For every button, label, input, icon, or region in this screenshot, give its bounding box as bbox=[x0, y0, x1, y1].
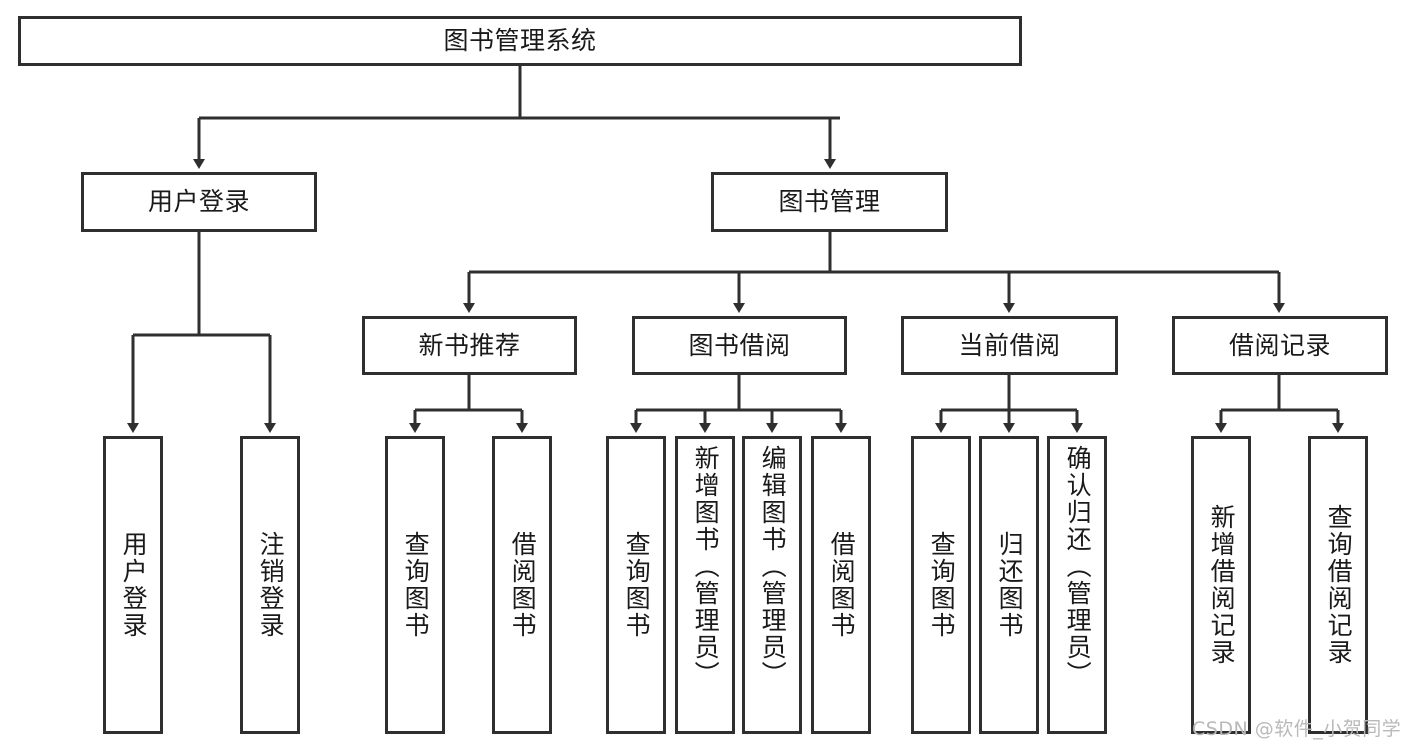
node-root[interactable]: 图书管理系统 bbox=[18, 16, 1022, 66]
node-new-book-recommend-label: 新书推荐 bbox=[418, 330, 521, 360]
node-leaf-borrow-book-2-label: 借阅图书 bbox=[827, 531, 857, 639]
node-book-manage[interactable]: 图书管理 bbox=[711, 172, 948, 232]
node-leaf-query-book-2-label: 查询图书 bbox=[622, 531, 652, 639]
node-leaf-user-login[interactable]: 用户登录 bbox=[103, 436, 163, 734]
csdn-watermark: CSDN @软件_小贺同学 bbox=[1192, 718, 1402, 740]
node-book-manage-label: 图书管理 bbox=[778, 187, 881, 216]
node-leaf-query-book-3-label: 查询图书 bbox=[927, 531, 957, 639]
node-leaf-confirm-return-label: 确认归还（管理员） bbox=[1063, 445, 1093, 688]
node-leaf-return-book-label: 归还图书 bbox=[995, 531, 1025, 639]
node-leaf-query-record-label: 查询借阅记录 bbox=[1324, 504, 1354, 666]
node-borrow-record[interactable]: 借阅记录 bbox=[1172, 316, 1388, 375]
node-leaf-user-login-label: 用户登录 bbox=[119, 531, 149, 639]
node-leaf-add-book-label: 新增图书（管理员） bbox=[691, 445, 721, 688]
node-leaf-logout-label: 注销登录 bbox=[256, 531, 286, 639]
node-leaf-query-book-1[interactable]: 查询图书 bbox=[385, 436, 445, 734]
node-leaf-borrow-book-1[interactable]: 借阅图书 bbox=[492, 436, 552, 734]
node-current-borrow-label: 当前借阅 bbox=[958, 330, 1061, 360]
node-book-borrow[interactable]: 图书借阅 bbox=[632, 316, 847, 375]
node-leaf-add-record[interactable]: 新增借阅记录 bbox=[1191, 436, 1251, 734]
node-leaf-borrow-book-1-label: 借阅图书 bbox=[508, 531, 538, 639]
node-root-label: 图书管理系统 bbox=[443, 26, 597, 55]
node-user-login-label: 用户登录 bbox=[147, 187, 250, 216]
node-leaf-logout[interactable]: 注销登录 bbox=[240, 436, 300, 734]
node-leaf-confirm-return[interactable]: 确认归还（管理员） bbox=[1047, 436, 1107, 734]
node-book-borrow-label: 图书借阅 bbox=[688, 330, 791, 360]
node-new-book-recommend[interactable]: 新书推荐 bbox=[362, 316, 577, 375]
node-leaf-edit-book[interactable]: 编辑图书（管理员） bbox=[742, 436, 802, 734]
node-leaf-query-record[interactable]: 查询借阅记录 bbox=[1308, 436, 1368, 734]
node-current-borrow[interactable]: 当前借阅 bbox=[901, 316, 1118, 375]
node-user-login[interactable]: 用户登录 bbox=[81, 172, 317, 232]
node-leaf-query-book-2[interactable]: 查询图书 bbox=[606, 436, 666, 734]
node-leaf-add-record-label: 新增借阅记录 bbox=[1207, 504, 1237, 666]
node-leaf-edit-book-label: 编辑图书（管理员） bbox=[758, 445, 788, 688]
node-leaf-add-book[interactable]: 新增图书（管理员） bbox=[675, 436, 735, 734]
node-leaf-return-book[interactable]: 归还图书 bbox=[979, 436, 1039, 734]
node-borrow-record-label: 借阅记录 bbox=[1228, 330, 1331, 360]
node-leaf-query-book-3[interactable]: 查询图书 bbox=[911, 436, 971, 734]
node-leaf-borrow-book-2[interactable]: 借阅图书 bbox=[811, 436, 871, 734]
node-leaf-query-book-1-label: 查询图书 bbox=[401, 531, 431, 639]
